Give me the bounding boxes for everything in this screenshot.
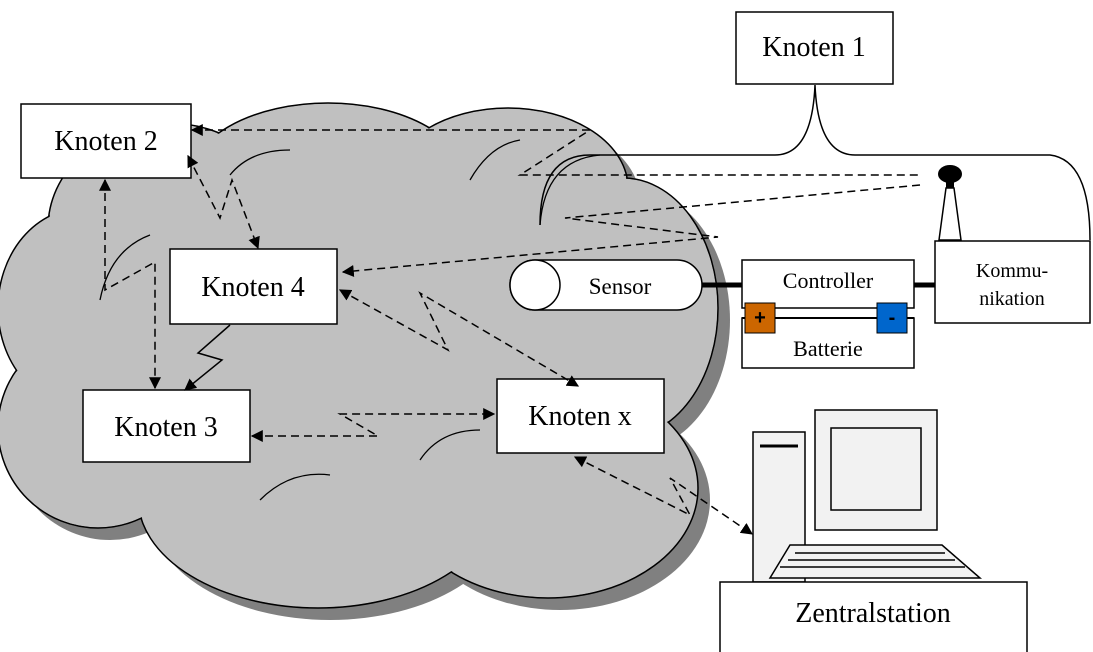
controller-component: Controller <box>741 259 915 309</box>
node-knoten3: Knoten 3 <box>82 389 251 463</box>
node-label-knoten1: Knoten 1 <box>762 32 865 63</box>
battery-minus-sign: - <box>889 307 896 329</box>
antenna-icon <box>938 165 962 241</box>
node-label-knoten2: Knoten 2 <box>54 126 157 157</box>
battery-minus-terminal <box>876 302 908 334</box>
sensor-component: Sensor <box>509 259 703 311</box>
controller-label: Controller <box>783 268 874 293</box>
communication-label-line2: nikation <box>979 288 1045 310</box>
link-antenna-knoten4 <box>341 184 921 277</box>
battery-label: Batterie <box>793 336 863 361</box>
battery-plus-terminal <box>744 302 776 334</box>
sensor-label: Sensor <box>589 274 652 299</box>
node-label-knoten4: Knoten 4 <box>201 272 304 303</box>
link-knoten2-knoten4 <box>187 154 260 250</box>
node-label-knotenx: Knoten x <box>528 401 631 432</box>
node-knoten2: Knoten 2 <box>20 103 192 179</box>
link-knoten4-knoten3 <box>184 324 231 391</box>
communication-component: Kommu- nikation <box>934 240 1091 324</box>
computer-icon <box>752 409 983 583</box>
central-station-label: Zentralstation <box>795 598 951 629</box>
knoten1-brace <box>539 84 1091 241</box>
link-knotenx-station <box>573 456 753 535</box>
node-knoten1: Knoten 1 <box>735 11 894 85</box>
link-knoten2-knoten3 <box>99 178 161 390</box>
battery-plus-sign: + <box>754 307 766 329</box>
battery-component: Batterie + - <box>741 302 915 369</box>
radio-links <box>99 124 921 535</box>
communication-label-line1: Kommu- <box>976 260 1048 282</box>
central-station: Zentralstation <box>719 581 1028 652</box>
link-antenna-knoten2 <box>190 124 920 176</box>
link-knoten4-knotenx <box>338 289 580 387</box>
link-knoten3-knotenx <box>250 408 496 442</box>
node-knoten4: Knoten 4 <box>169 248 338 325</box>
node-knotenx: Knoten x <box>496 378 665 454</box>
node-label-knoten3: Knoten 3 <box>114 412 217 443</box>
